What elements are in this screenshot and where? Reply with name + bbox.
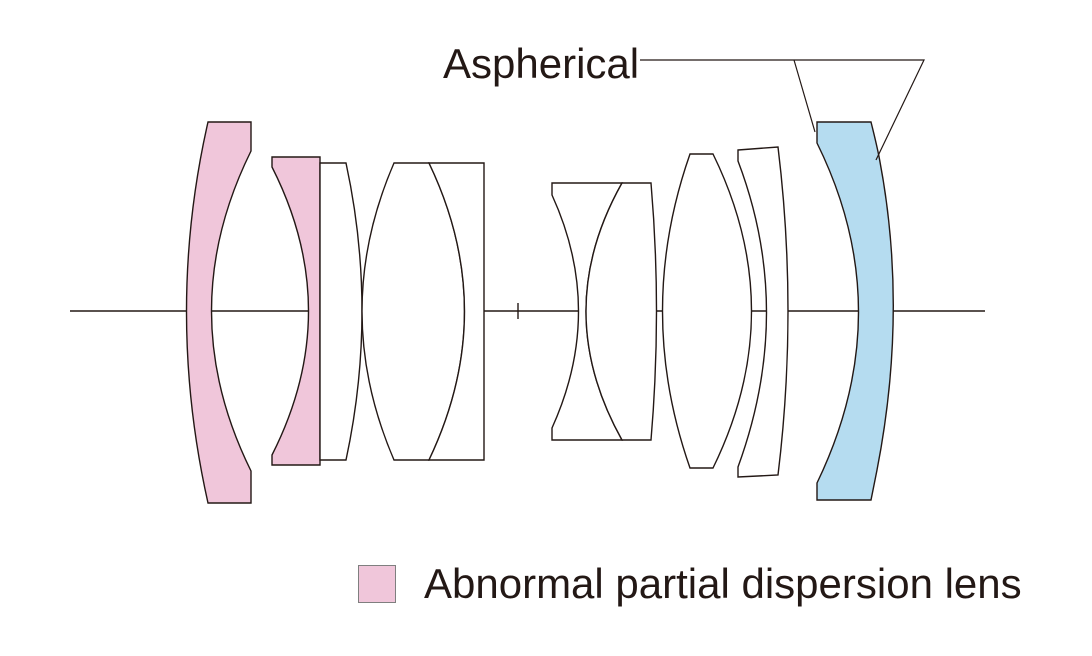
legend: Abnormal partial dispersion lens [358,556,1022,612]
lens-element-7 [585,182,658,441]
legend-swatch [358,565,396,603]
legend-label: Abnormal partial dispersion lens [424,560,1022,607]
lens-element-5 [427,162,485,461]
aspherical-leader-line [640,59,925,161]
lens-element-3 [319,162,363,461]
aspherical-label: Aspherical [443,40,640,87]
lens-element-9 [737,146,789,478]
lens-element-10-aspherical [816,121,894,501]
lens-element-8 [661,153,753,469]
aspherical-leader-line-2 [793,59,816,133]
lens-element-1 [185,121,252,504]
lens-element-2 [271,156,321,466]
